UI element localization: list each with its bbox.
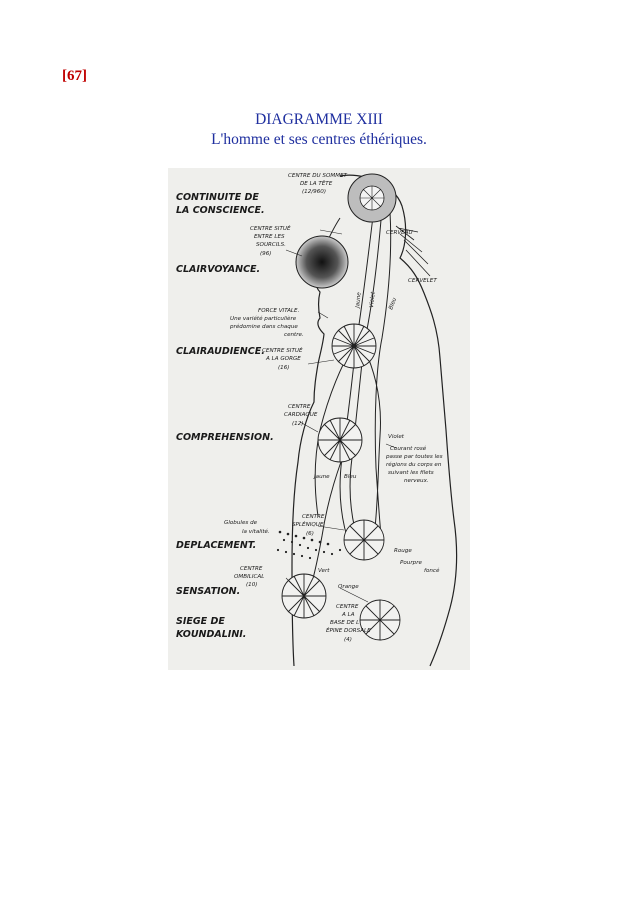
label-cerveau: CERVEAU	[386, 230, 413, 236]
label-violet: Violet	[388, 434, 405, 440]
page-number: [67]	[62, 68, 87, 84]
label-spleen-1: CENTRE	[302, 514, 325, 520]
label-brow-2: ENTRE LES	[254, 234, 285, 240]
label-navel-2: OMBILICAL	[234, 574, 264, 580]
label-brow-4: (96)	[260, 251, 271, 257]
heart-centre-wheel	[317, 417, 363, 463]
diagram-subtitle: L'homme et ses centres éthériques.	[211, 131, 427, 148]
etheric-centres-diagram: CONTINUITE DE LA CONSCIENCE. CLAIRVOYANC…	[168, 168, 470, 670]
throat-centre-wheel	[331, 323, 377, 369]
label-globules-1: Globules de	[224, 520, 258, 526]
label-base-2: A LA	[341, 612, 355, 618]
label-sensation: SENSATION.	[176, 586, 240, 597]
label-force-1: FORCE VITALE.	[258, 308, 300, 314]
label-heart-2: CARDIAQUE	[284, 412, 318, 418]
label-throat-2: A LA GORGE	[265, 356, 301, 362]
label-force-2: Une variété particulière	[230, 315, 297, 322]
brow-centre-wheel	[295, 235, 349, 289]
label-orange: Orange	[338, 584, 359, 590]
label-bleu-vertical: Bleu	[388, 297, 398, 311]
label-comprehension: COMPREHENSION.	[176, 432, 274, 443]
label-violet-vertical: Violet	[369, 291, 377, 308]
label-navel-3: (10)	[246, 582, 257, 588]
label-courant-3: régions du corps en	[386, 461, 442, 468]
label-bleu: Bleu	[344, 474, 357, 480]
label-spleen-2: SPLÉNIQUE	[292, 520, 324, 528]
figure-caption: DIAGRAMME XIII L'homme et ses centres ét…	[0, 110, 638, 150]
label-spleen-3: (6)	[306, 531, 314, 537]
base-centre-wheel	[359, 599, 401, 641]
label-continuite-1: CONTINUITE DE	[176, 192, 259, 203]
label-clairaudience: CLAIRAUDIENCE.	[176, 346, 265, 357]
label-force-3: prédomine dans chaque	[229, 323, 298, 330]
label-crown-2: DE LA TÊTE	[300, 179, 333, 187]
label-courant-4: suivant les filets	[388, 470, 434, 476]
spleen-centre-wheel	[343, 519, 385, 561]
label-cervelet: CERVELET	[408, 278, 437, 284]
label-force-4: centre.	[284, 332, 304, 338]
label-base-1: CENTRE	[336, 604, 359, 610]
label-base-5: (4)	[344, 637, 352, 643]
label-base-3: BASE DE L'	[330, 620, 361, 626]
label-jaune: Jaune	[313, 474, 330, 480]
label-courant-2: passe par toutes les	[385, 454, 443, 460]
label-heart-1: CENTRE	[288, 404, 311, 410]
label-brow-3: SOURCILS.	[256, 242, 286, 248]
label-heart-3: (12)	[292, 421, 303, 427]
diagram-drawing: CONTINUITE DE LA CONSCIENCE. CLAIRVOYANC…	[176, 173, 458, 667]
label-fonce: foncé	[424, 567, 440, 574]
diagram-title: DIAGRAMME XIII	[255, 111, 383, 128]
label-continuite-2: LA CONSCIENCE.	[176, 205, 265, 216]
label-courant-1: Courant rosé	[390, 445, 427, 452]
label-throat-1: CENTRE SITUÉ	[262, 346, 303, 354]
label-brow-1: CENTRE SITUÉ	[250, 224, 291, 232]
body-outline	[291, 174, 458, 667]
label-siege-2: KOUNDALINI.	[176, 629, 246, 640]
label-clairvoyance: CLAIRVOYANCE.	[176, 264, 260, 275]
label-globules-2: la vitalité.	[242, 528, 270, 535]
label-deplacement: DEPLACEMENT.	[176, 540, 256, 551]
label-navel-1: CENTRE	[240, 566, 263, 572]
label-rouge: Rouge	[394, 548, 412, 554]
label-crown-1: CENTRE DU SOMMET	[288, 173, 348, 179]
label-vert: Vert	[318, 568, 330, 574]
label-pourpre: Pourpre	[400, 560, 422, 566]
label-courant-5: nerveux.	[404, 478, 429, 484]
label-crown-3: (12/960)	[302, 189, 326, 195]
crown-centre-wheel	[347, 173, 397, 223]
label-base-4: ÉPINE DORSALE	[326, 626, 371, 634]
label-siege-1: SIEGE DE	[176, 616, 225, 627]
label-jaune-vertical: Jaune	[355, 292, 363, 310]
vitality-globules	[276, 530, 342, 560]
label-throat-3: (16)	[278, 365, 289, 371]
